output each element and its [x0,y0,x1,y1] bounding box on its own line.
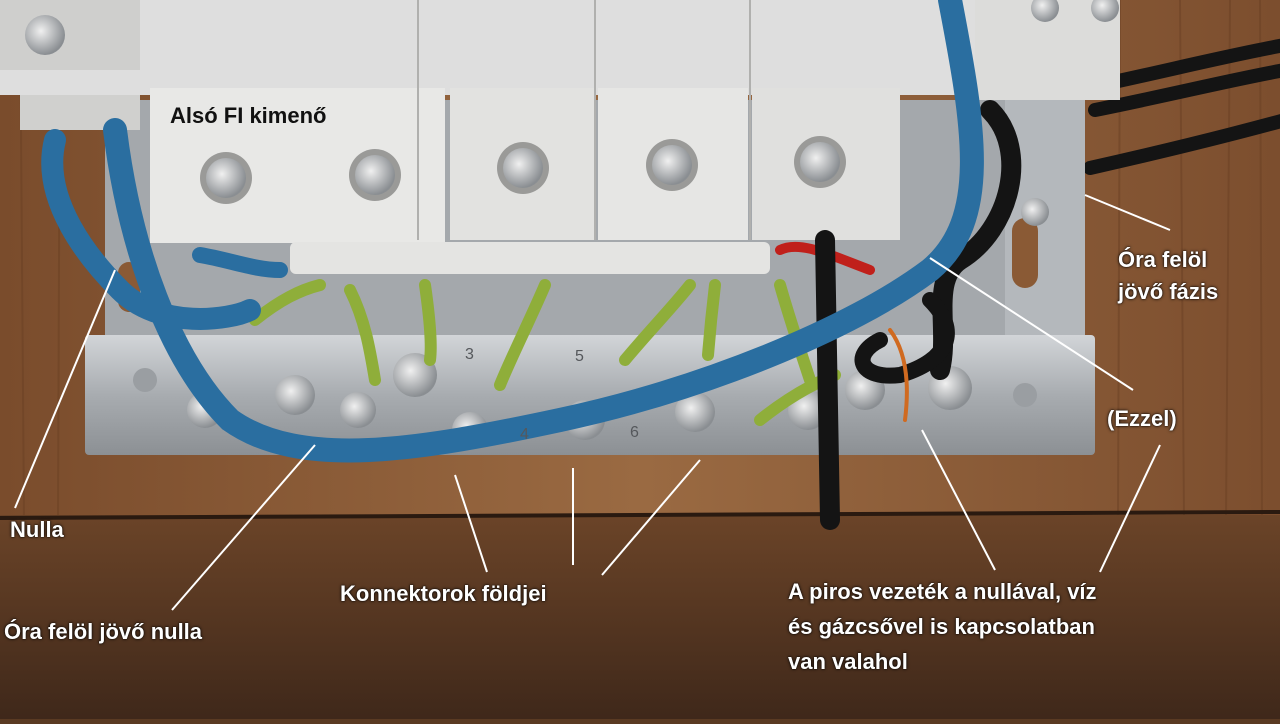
annotation-leader-lines [14,194,1171,611]
label-konnektorok-foldjei: Konnektorok földjei [340,581,547,606]
terminal-number-5: 5 [575,348,584,365]
black-wires-right [775,100,1022,530]
label-ezzel: (Ezzel) [1107,406,1177,431]
label-ora-felol-jovo-fazis-line1: Óra felöl [1118,247,1208,272]
wooden-shelf [0,515,1280,719]
terminal-number-3: 3 [465,346,474,363]
blue-neutral-wires [41,0,984,463]
earth-terminal-rail [85,335,1095,455]
label-also-fi-kimeno: Alsó FI kimenő [170,103,327,128]
black-cables-top-right [1083,38,1280,175]
terminal-number-4: 4 [520,426,529,443]
label-piros-vezetek-line2: és gázcsővel is kapcsolatban [788,614,1095,639]
label-piros-vezetek-line1: A piros vezeték a nullával, víz [788,579,1097,604]
label-nulla: Nulla [10,517,64,542]
label-ora-felol-jovo-fazis-line2: jövő fázis [1118,279,1219,304]
label-piros-vezetek-line3: van valahol [788,649,908,674]
label-ora-felol-jovo-nulla: Óra felöl jövő nulla [4,619,203,644]
terminal-number-6: 6 [630,424,639,441]
breaker-row [0,0,1120,274]
breaker-screws [25,0,1119,204]
